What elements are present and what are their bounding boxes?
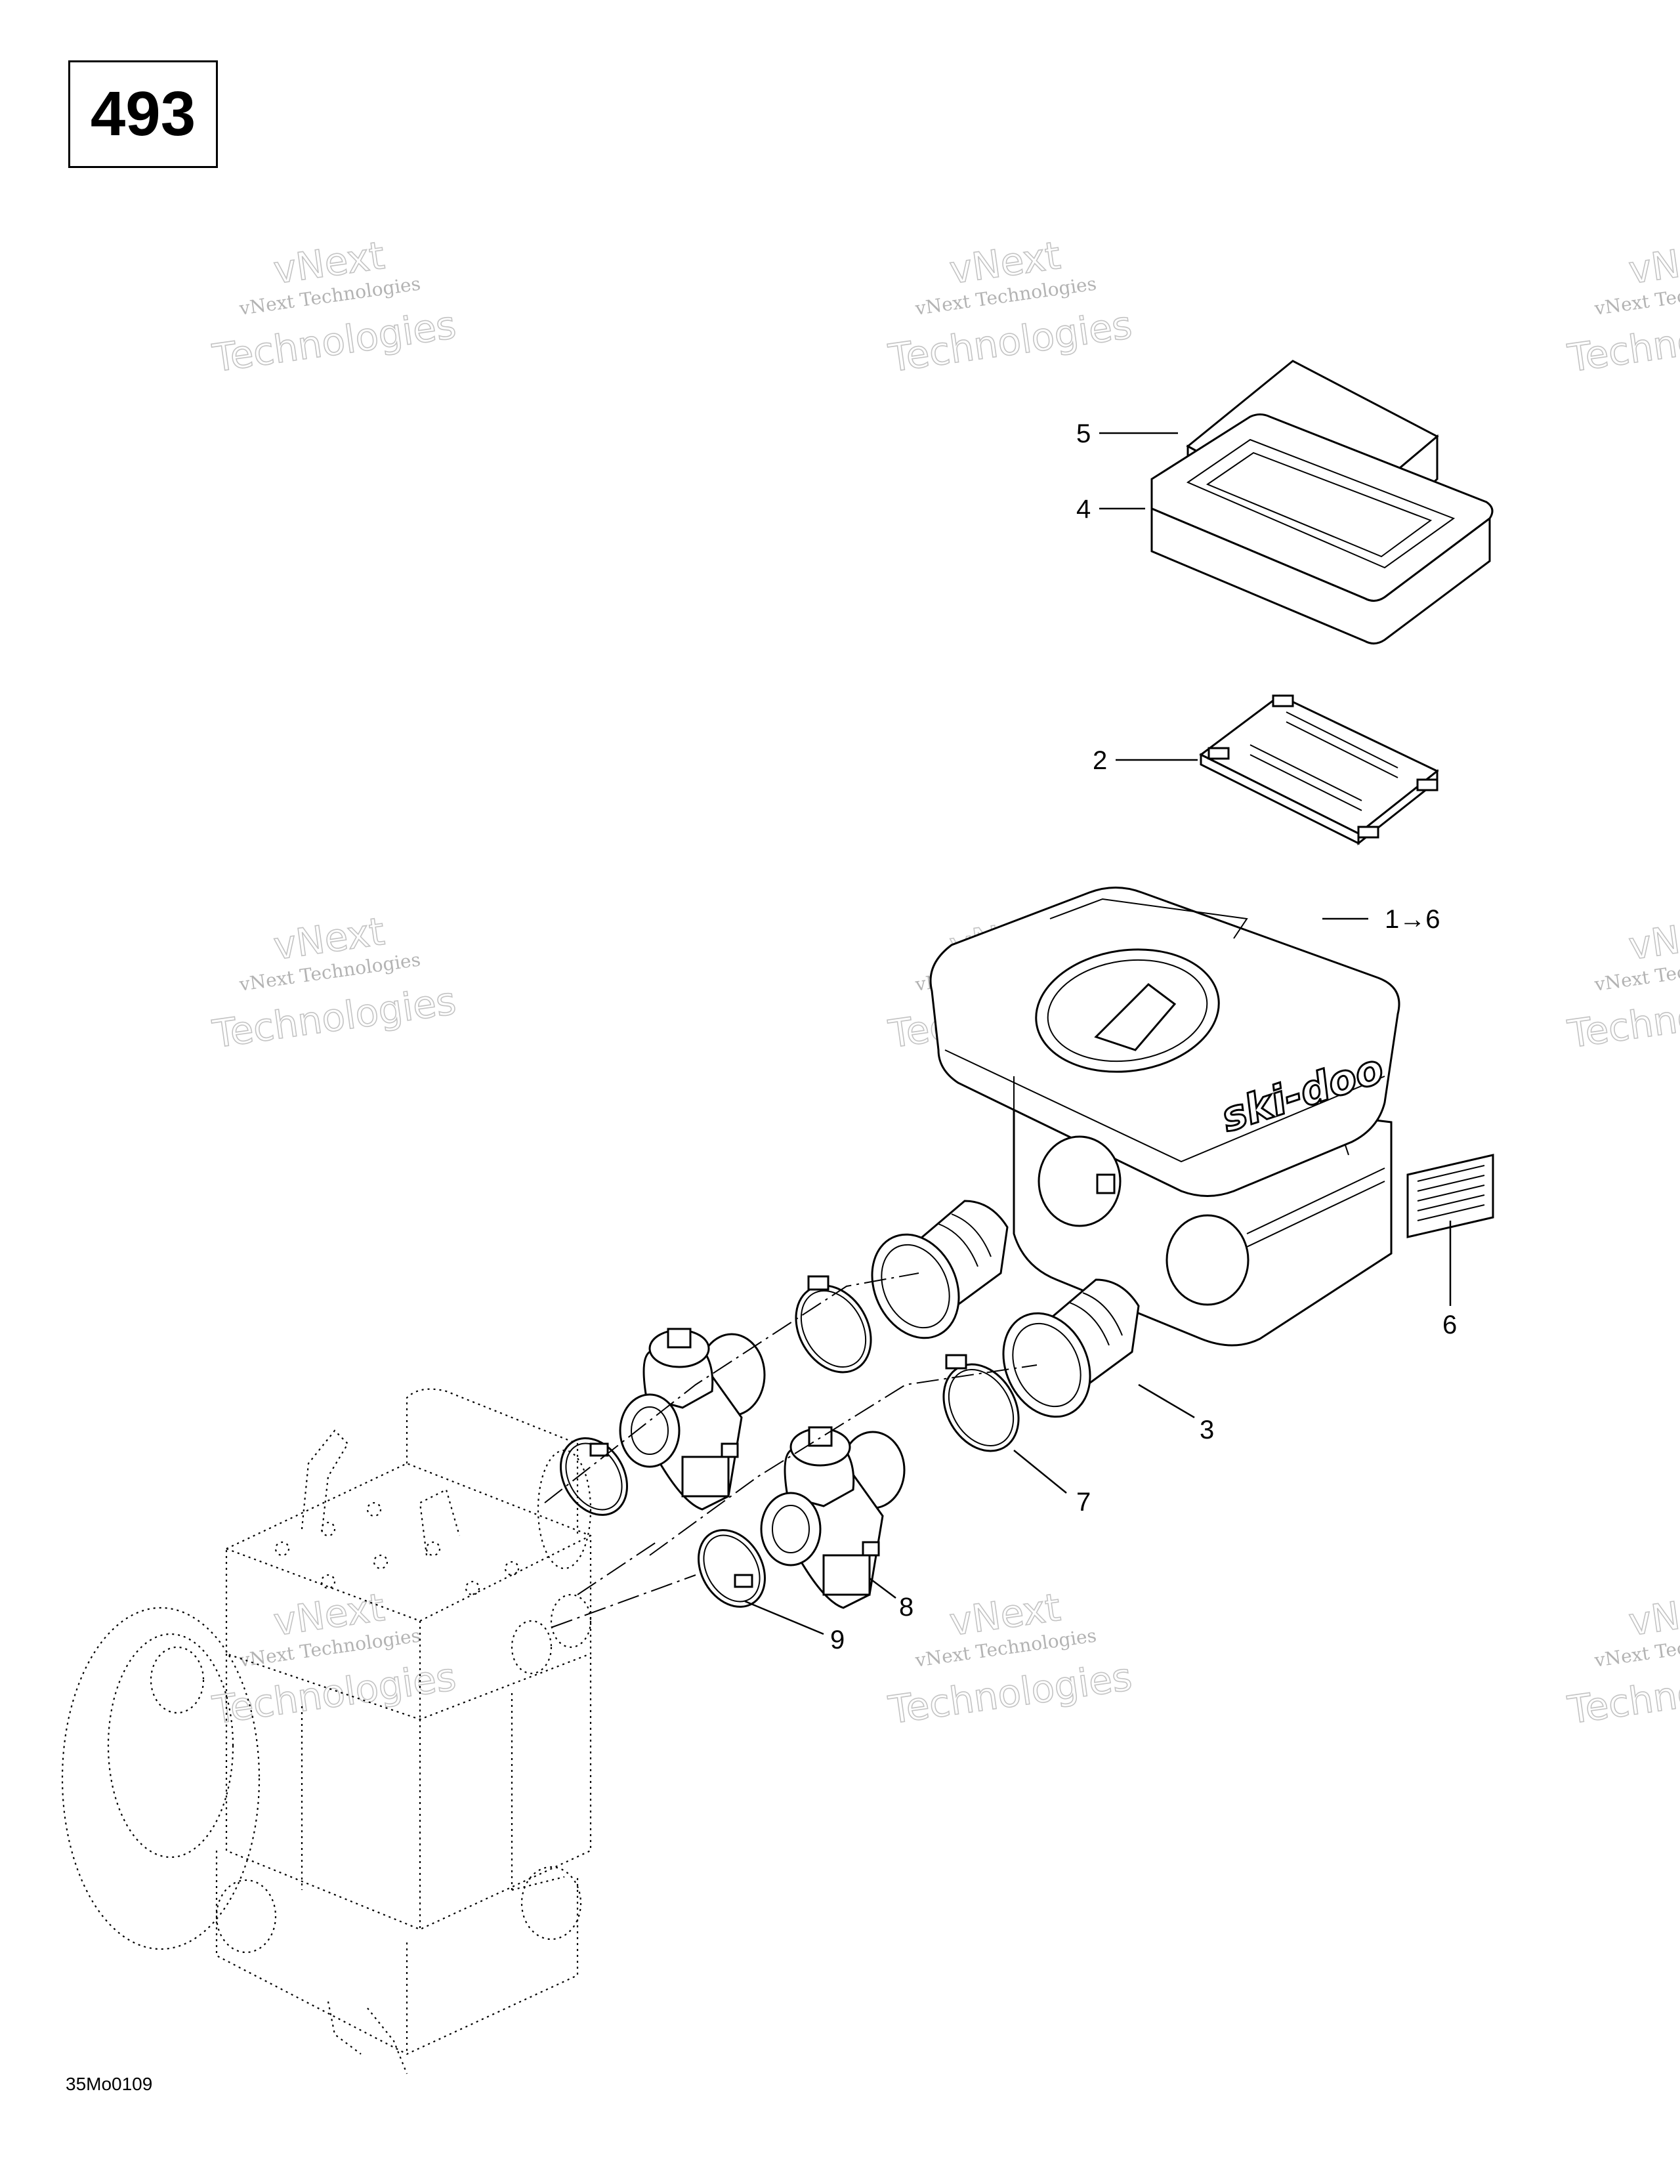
figure-code: 35Mo0109 — [66, 2074, 153, 2094]
watermark-text: vNext — [1626, 909, 1680, 969]
part-4-filter-frame — [1150, 413, 1494, 644]
part-7-clamp-lower — [942, 1354, 1020, 1452]
part-8-carburetor-upper — [619, 1328, 766, 1511]
part-9-clamp-upper — [560, 1437, 628, 1516]
engine-reference-outline — [61, 1388, 592, 2074]
callout-5: 5 — [1076, 419, 1091, 448]
watermark: vNext Technologies vNext Technologies — [885, 232, 1135, 381]
callout-7: 7 — [1076, 1488, 1091, 1517]
callout-6: 6 — [1442, 1311, 1457, 1339]
watermark: vNext Technologies vNext Technologies — [1564, 1584, 1680, 1733]
page-number: 493 — [90, 79, 196, 149]
part-2-plate — [1199, 694, 1439, 846]
watermark: vNext Technologies vNext Technologies — [1564, 908, 1680, 1057]
page-number-box: 493 — [68, 60, 218, 168]
assembly-center-lines — [544, 1272, 1038, 1628]
callout-2: 2 — [1093, 746, 1107, 775]
part-3-adaptor-lower — [1002, 1278, 1140, 1418]
watermark-text: vNext — [1626, 233, 1680, 293]
leader-line — [869, 1578, 896, 1599]
leader-line — [1138, 1383, 1195, 1419]
watermark-text: vNext — [1626, 1585, 1680, 1645]
part-6-decal — [1406, 1154, 1494, 1238]
watermark: vNext Technologies vNext Technologies — [209, 232, 459, 381]
callout-labels: 5 4 2 1→6 6 3 7 8 9 — [830, 419, 1457, 1654]
part-3-adaptor-upper — [871, 1200, 1009, 1339]
watermark: vNext Technologies vNext Technologies — [209, 908, 459, 1057]
watermark: vNext Technologies vNext Technologies — [1564, 232, 1680, 381]
callout-4: 4 — [1076, 495, 1091, 524]
leader-line — [744, 1600, 824, 1635]
callout-1-to-6: 1→6 — [1385, 905, 1440, 934]
part-7-clamp-upper — [795, 1275, 872, 1374]
callout-8: 8 — [899, 1593, 914, 1622]
callout-3: 3 — [1200, 1416, 1214, 1444]
part-1-air-box: ski-doo — [929, 887, 1400, 1347]
callout-9: 9 — [830, 1626, 845, 1654]
leader-line — [1013, 1450, 1067, 1494]
part-8-carburetor-lower — [760, 1426, 906, 1609]
leader-lines — [744, 432, 1452, 1635]
watermark: vNext Technologies vNext Technologies — [209, 1584, 459, 1733]
